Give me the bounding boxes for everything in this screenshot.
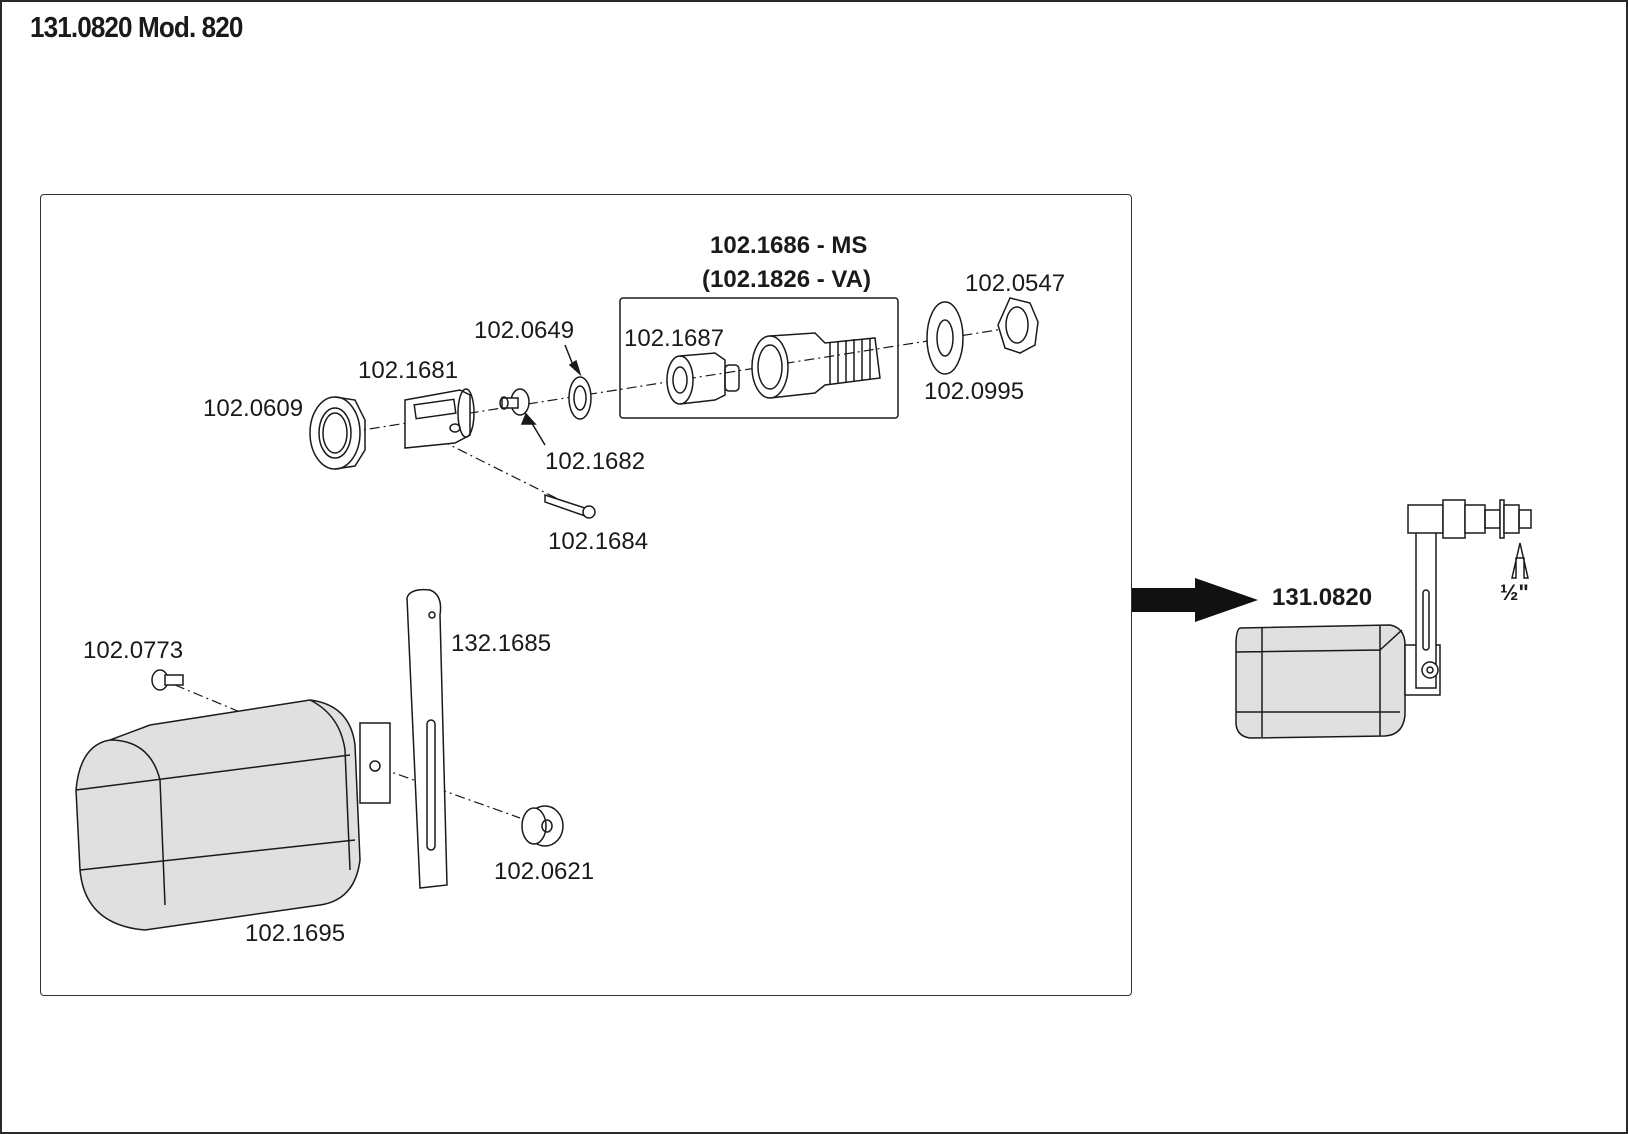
part-label: 102.0609 [203, 395, 304, 422]
leader-arrows [520, 344, 582, 446]
part-label: 102.1684 [548, 528, 649, 555]
hex-nut-part [997, 297, 1039, 354]
group-label-ms: 102.1686 - MS [710, 232, 868, 259]
axis-line-knurled [379, 767, 521, 819]
part-label: 102.0547 [965, 270, 1066, 297]
part-label: 102.1695 [245, 920, 346, 947]
part-label: 102.1682 [545, 448, 646, 475]
exploded-view-frame [40, 194, 1132, 996]
float-body-part [75, 699, 391, 931]
part-label: 102.0621 [494, 858, 595, 885]
float-arm-part [406, 588, 448, 889]
pin-part [544, 493, 596, 519]
page-title: 131.0820 Mod. 820 [30, 12, 243, 44]
axis-line-screw [174, 684, 241, 713]
part-label: 102.1687 [624, 325, 725, 352]
seal-washer-part [568, 376, 592, 420]
valve-group-box [619, 297, 899, 419]
part-label: 102.1681 [358, 357, 459, 384]
part-label: 132.1685 [451, 630, 552, 657]
screw-part [151, 669, 184, 691]
valve-insert-part [666, 352, 740, 405]
union-nut-part [309, 396, 366, 470]
assembled-float-valve [1235, 499, 1532, 739]
part-label: 102.0773 [83, 637, 184, 664]
group-label-va: (102.1826 - VA) [702, 266, 871, 293]
part-label: 102.0649 [474, 317, 575, 344]
knurled-nut-part [521, 805, 564, 847]
part-label: 102.0995 [924, 378, 1025, 405]
assembly-arrow [1132, 578, 1258, 622]
valve-housing-part [404, 388, 475, 449]
assembly-label: 131.0820 [1272, 584, 1373, 611]
axis-line-pin [439, 439, 561, 501]
thread-size-label: ½" [1500, 580, 1529, 605]
valve-piston-part [499, 388, 530, 416]
threaded-body-part [751, 332, 881, 399]
flat-washer-part [926, 301, 964, 375]
